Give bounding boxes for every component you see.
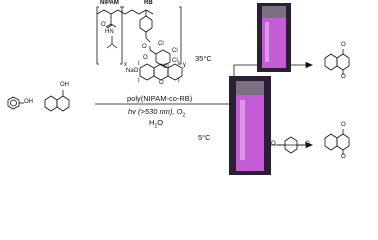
temp-lower-label: 5°C <box>198 133 211 142</box>
1-naphthol <box>44 90 70 112</box>
cl-label-3: Cl <box>172 58 178 64</box>
light-text: hv (>530 nm), O <box>128 107 183 116</box>
upper-nq-o-bottom: O <box>341 74 346 80</box>
temp-upper-label: 35°C <box>195 54 212 63</box>
subscript-x: x <box>124 62 127 68</box>
monomer2-label: RB <box>144 0 153 6</box>
solvent-subscript: 2 <box>154 123 158 130</box>
catalyst-label: poly(NIPAM-co-RB) <box>127 94 193 103</box>
solvent-label: H2O <box>149 118 163 130</box>
vial-5c <box>229 76 271 175</box>
amide-o-label: O <box>101 22 106 28</box>
lower-naphthoquinone <box>324 129 350 155</box>
bq-o-right: O <box>305 141 310 147</box>
subscript-y: y <box>183 62 186 68</box>
i-label-1: I <box>138 61 140 67</box>
light-condition: hv (>530 nm), O2 <box>128 107 185 119</box>
phenol <box>7 96 24 110</box>
amide-nh-label: HN <box>105 29 114 35</box>
reaction-scheme <box>7 3 350 175</box>
vial-35c <box>257 3 291 72</box>
i-label-3: I <box>178 61 180 67</box>
bq-o-left: O <box>271 141 276 147</box>
cl-label-4: Cl <box>163 64 169 70</box>
backbone-nipam <box>96 9 126 15</box>
solvent-o: O <box>157 118 164 127</box>
ester-o-label: O <box>142 44 147 50</box>
backbone-rb <box>124 9 154 15</box>
ring-o-label: O <box>159 80 164 86</box>
lower-arrowhead <box>305 141 314 149</box>
polymer-structure <box>96 6 183 81</box>
naO-label: NaO <box>126 68 139 74</box>
cl-label-1: Cl <box>158 41 164 47</box>
bracket-left <box>96 6 99 65</box>
upper-naphthoquinone <box>324 49 350 75</box>
lower-nq-o-top: O <box>341 122 346 128</box>
bracket-middle <box>120 6 123 65</box>
light-subscript: 2 <box>182 112 186 119</box>
upper-nq-o-top: O <box>341 42 346 48</box>
upper-arrowhead <box>305 61 314 69</box>
naphthol-oh-label: OH <box>60 82 69 88</box>
bracket-right <box>179 6 182 65</box>
cl-label-2: Cl <box>172 48 178 54</box>
lower-nq-o-bottom: O <box>341 154 346 160</box>
i-label-2: I <box>138 78 140 84</box>
lower-benzoquinone <box>277 136 305 154</box>
i-label-4: I <box>178 78 180 84</box>
keto-o-label: O <box>143 55 148 61</box>
phenol-oh-label: OH <box>24 99 33 105</box>
solvent-h: H <box>149 118 155 127</box>
monomer1-label: NIPAM <box>100 0 119 6</box>
